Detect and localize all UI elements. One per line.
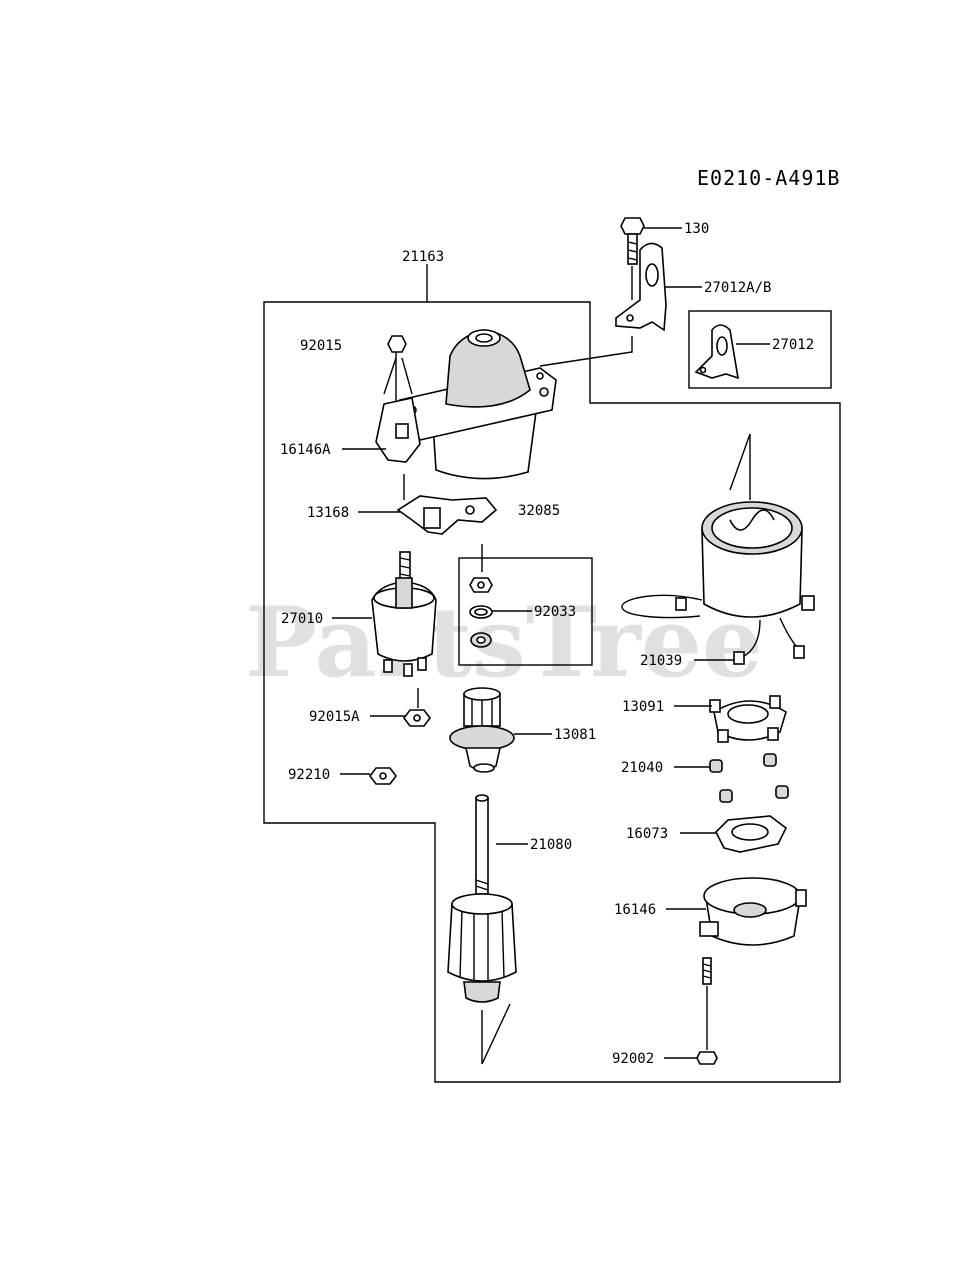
bracket-27012-part[interactable]	[694, 324, 740, 380]
plate-16073-part[interactable]	[715, 815, 788, 853]
callout-27012[interactable]: 27012	[772, 337, 814, 353]
springs-21040-part[interactable]	[709, 753, 789, 803]
leader-92015-a	[383, 357, 397, 395]
nut-92015a-part[interactable]	[403, 709, 431, 727]
lever-13168-part[interactable]	[396, 495, 498, 535]
leader-bracket-to-solenoid	[539, 336, 633, 367]
callout-32085[interactable]: 32085	[518, 503, 560, 519]
screw-92002-part[interactable]	[696, 957, 718, 1065]
brush-holder-13091-part[interactable]	[709, 695, 787, 743]
end-cover-16146-part[interactable]	[699, 877, 807, 946]
leader-armature-b	[481, 1003, 511, 1065]
callout-92210[interactable]: 92210	[288, 767, 330, 783]
bracket-27012ab-part[interactable]	[615, 242, 667, 332]
callout-130[interactable]: 130	[684, 221, 709, 237]
armature-21080-part[interactable]	[447, 794, 517, 1003]
callout-21080[interactable]: 21080	[530, 837, 572, 853]
callout-92002[interactable]: 92002	[612, 1051, 654, 1067]
nut-92210-part[interactable]	[369, 767, 397, 785]
callout-13081[interactable]: 13081	[554, 727, 596, 743]
callout-27012ab[interactable]: 27012A/B	[704, 280, 771, 296]
diagram-code: E0210-A491B	[697, 166, 840, 190]
callout-16146a[interactable]: 16146A	[280, 442, 331, 458]
callout-92033[interactable]: 92033	[534, 604, 576, 620]
callout-16073[interactable]: 16073	[626, 826, 668, 842]
callout-92015[interactable]: 92015	[300, 338, 342, 354]
callout-27010[interactable]: 27010	[281, 611, 323, 627]
nut-92015-part[interactable]	[387, 335, 407, 353]
inset-32085-box	[458, 557, 593, 666]
solenoid-housing-16146a-part[interactable]	[375, 329, 557, 480]
callout-21163[interactable]: 21163	[402, 249, 444, 265]
washer-set-92033-part[interactable]	[469, 577, 493, 648]
assembly-outline	[263, 301, 841, 1083]
solenoid-switch-27010-part[interactable]	[371, 551, 437, 677]
leader-92015-b	[401, 357, 413, 395]
yoke-21039-part[interactable]	[621, 501, 815, 665]
bolt-130-part[interactable]	[620, 217, 645, 265]
callout-92015a[interactable]: 92015A	[309, 709, 360, 725]
inset-27012-box	[688, 310, 832, 389]
callout-21040[interactable]: 21040	[621, 760, 663, 776]
callout-16146[interactable]: 16146	[614, 902, 656, 918]
callout-21039[interactable]: 21039	[640, 653, 682, 669]
leader-yoke-a	[729, 433, 751, 491]
callout-13091[interactable]: 13091	[622, 699, 664, 715]
callout-13168[interactable]: 13168	[307, 505, 349, 521]
drive-pinion-13081-part[interactable]	[449, 687, 515, 773]
